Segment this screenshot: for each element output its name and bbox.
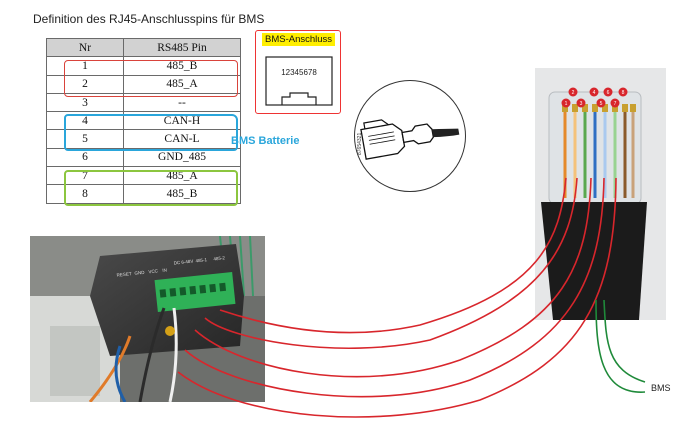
wire-pin1 — [219, 177, 567, 334]
bms-label: BMS — [651, 383, 671, 393]
bms-batterie-label: BMS Batterie — [231, 135, 300, 147]
pin-badge-6: 6 — [607, 90, 610, 96]
board-label-gnd: GND — [134, 270, 145, 276]
header-nr: Nr — [46, 37, 124, 58]
board-label-vcc: VCC — [148, 268, 159, 274]
rs485-b-group-highlight — [64, 170, 238, 206]
rj45-plug-photo: 2 4 6 8 1 3 5 7 — [535, 68, 666, 320]
bms-anschluss-label: BMS-Anschluss — [262, 33, 336, 46]
pin-badge-1: 1 — [565, 101, 568, 107]
photo-terminal-board: RESET GND VCC IN DC 6-48V 485-1 485-2 — [30, 235, 265, 403]
board-label-in: IN — [162, 267, 167, 272]
pin-badge-3: 3 — [580, 101, 583, 107]
photo-rj45-plug: 2 4 6 8 1 3 5 7 — [535, 68, 666, 320]
can-group-highlight — [64, 114, 238, 151]
rs485-group-highlight — [64, 60, 238, 97]
rj45-socket-icon: 12345678 — [265, 56, 333, 106]
header-rs485-pin: RS485 Pin — [123, 37, 241, 58]
table-header-row: Nr RS485 Pin — [46, 37, 241, 58]
terminal-board-illustration: RESET GND VCC IN DC 6-48V 485-1 485-2 — [30, 235, 265, 403]
pin-badge-2: 2 — [572, 90, 575, 96]
pin-badge-7: 7 — [614, 101, 617, 107]
row-nr: 6 — [46, 147, 124, 168]
diagram-title: Definition des RJ45-Anschlusspins für BM… — [33, 12, 265, 26]
board-label-reset: RESET — [116, 271, 132, 278]
pin-badge-8: 8 — [622, 90, 625, 96]
rj45-plug-icon: 87654321 — [357, 119, 460, 160]
table-row: 3-- — [46, 92, 241, 113]
socket-pin-numbers: 12345678 — [281, 68, 317, 77]
row-pin: GND_485 — [123, 147, 241, 168]
connector-pin-marking: 87654321 — [357, 133, 363, 155]
connector-drawing-circle: 87654321 — [354, 80, 466, 192]
pin-badge-4: 4 — [593, 90, 596, 96]
pin-badge-5: 5 — [600, 101, 603, 107]
